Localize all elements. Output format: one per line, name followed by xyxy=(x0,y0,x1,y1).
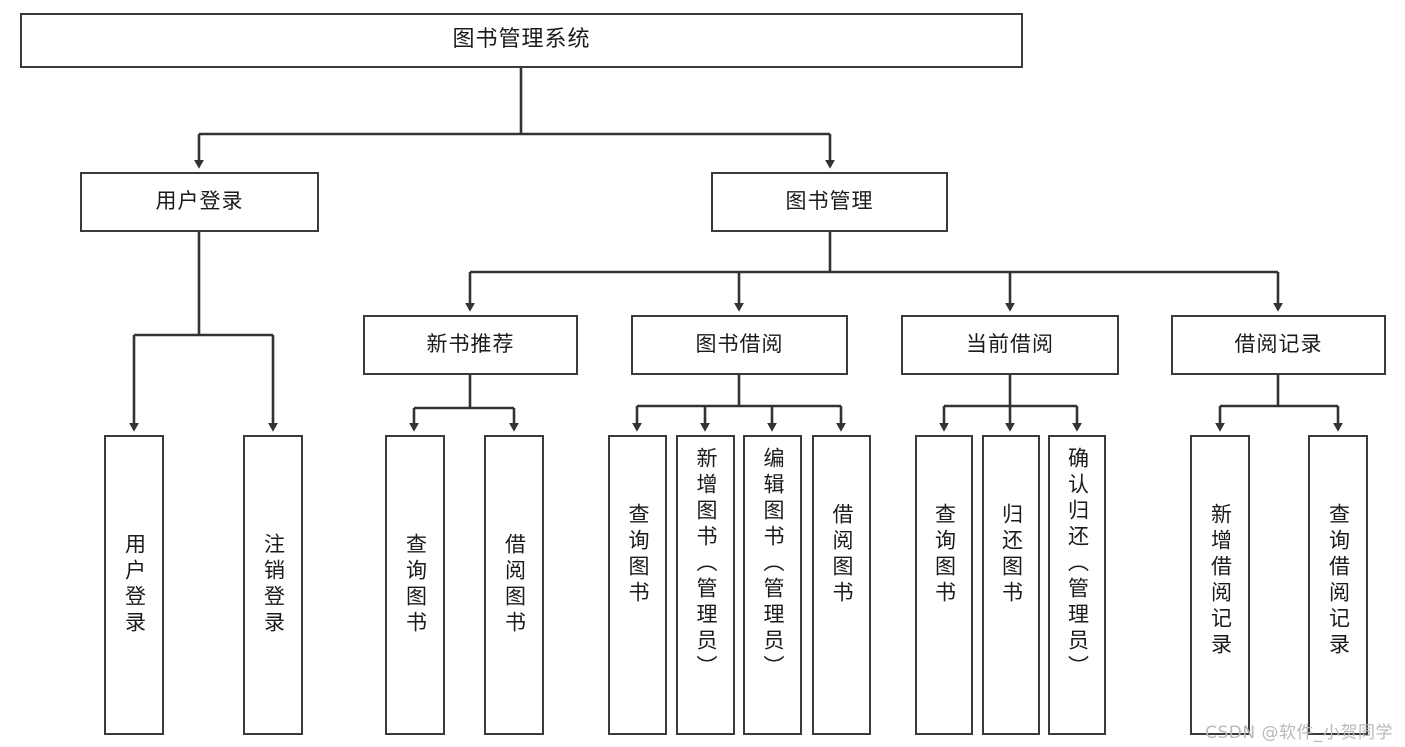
leaf-query-book-3[interactable]: 查询图书 xyxy=(915,435,973,735)
leaf-user-logout[interactable]: 注销登录 xyxy=(243,435,303,735)
node-label: 图书管理 xyxy=(785,189,874,214)
node-label: 新书推荐 xyxy=(426,332,515,357)
leaf-confirm-return[interactable]: 确认归还（管理员） xyxy=(1048,435,1106,735)
node-label: 查询图书 xyxy=(932,503,957,607)
leaf-borrow-book-2[interactable]: 借阅图书 xyxy=(812,435,871,735)
leaf-user-login[interactable]: 用户登录 xyxy=(104,435,164,735)
node-label: 新增借阅记录 xyxy=(1208,503,1233,659)
leaf-edit-book[interactable]: 编辑图书（管理员） xyxy=(743,435,802,735)
node-label: 查询图书 xyxy=(403,533,428,637)
node-label: 用户登录 xyxy=(122,533,147,637)
watermark: CSDN @软件_小贺同学 xyxy=(1205,723,1393,743)
node-label: 图书管理系统 xyxy=(452,27,591,53)
node-label: 借阅图书 xyxy=(830,503,854,607)
node-label: 查询图书 xyxy=(626,503,650,607)
leaf-query-record[interactable]: 查询借阅记录 xyxy=(1308,435,1368,735)
node-label: 用户登录 xyxy=(155,189,244,214)
node-label: 当前借阅 xyxy=(966,332,1054,357)
leaf-query-book-1[interactable]: 查询图书 xyxy=(385,435,445,735)
node-label: 新增图书（管理员） xyxy=(694,447,718,681)
node-label: 归还图书 xyxy=(999,503,1024,607)
leaf-borrow-book-1[interactable]: 借阅图书 xyxy=(484,435,544,735)
node-label: 注销登录 xyxy=(261,533,286,637)
node-book-borrow[interactable]: 图书借阅 xyxy=(631,315,848,375)
node-new-book-recommend[interactable]: 新书推荐 xyxy=(363,315,578,375)
node-label: 编辑图书（管理员） xyxy=(761,447,785,681)
leaf-add-book[interactable]: 新增图书（管理员） xyxy=(676,435,735,735)
node-label: 查询借阅记录 xyxy=(1326,503,1351,659)
leaf-add-record[interactable]: 新增借阅记录 xyxy=(1190,435,1250,735)
leaf-query-book-2[interactable]: 查询图书 xyxy=(608,435,667,735)
node-borrow-record[interactable]: 借阅记录 xyxy=(1171,315,1386,375)
node-label: 确认归还（管理员） xyxy=(1065,447,1090,681)
node-book-manage[interactable]: 图书管理 xyxy=(711,172,948,232)
node-user-login[interactable]: 用户登录 xyxy=(80,172,319,232)
node-label: 借阅记录 xyxy=(1234,332,1323,357)
node-root-system[interactable]: 图书管理系统 xyxy=(20,13,1023,68)
node-label: 图书借阅 xyxy=(695,332,784,357)
node-label: 借阅图书 xyxy=(502,533,527,637)
leaf-return-book[interactable]: 归还图书 xyxy=(982,435,1040,735)
node-current-borrow[interactable]: 当前借阅 xyxy=(901,315,1119,375)
